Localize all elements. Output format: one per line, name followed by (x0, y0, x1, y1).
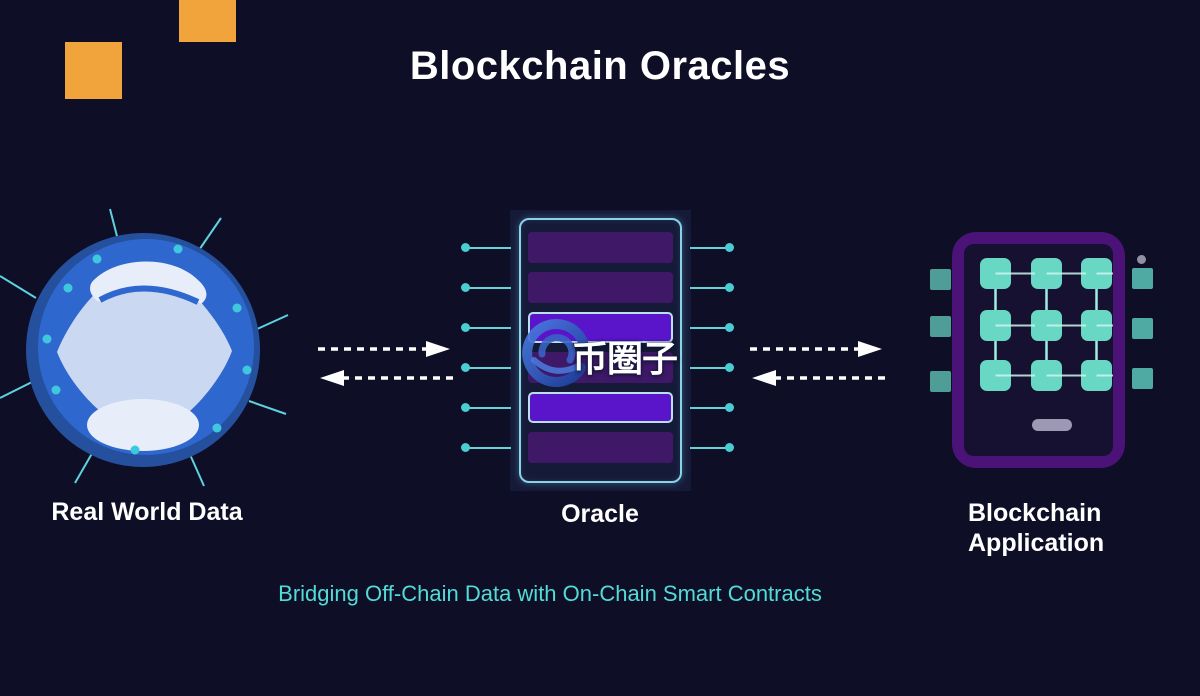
connector-line (690, 327, 727, 329)
block-square (1132, 318, 1153, 339)
connector-line (466, 447, 511, 449)
connector-dot (725, 323, 734, 332)
chain-links (994, 289, 1098, 360)
globe-node-dots (42, 244, 252, 455)
tagline: Bridging Off-Chain Data with On-Chain Sm… (278, 581, 822, 606)
connector-dot (461, 403, 470, 412)
block-square (930, 371, 951, 392)
block-square (930, 316, 951, 337)
chain-stubs (995, 272, 1113, 377)
dashed-arrow-right-icon (318, 341, 450, 357)
oracle-slot-active (528, 392, 673, 423)
phone-icon (952, 232, 1125, 468)
orange-square-decoration (179, 0, 236, 42)
connector-dot (461, 283, 470, 292)
oracle-slot (528, 232, 673, 263)
oracle-label: Oracle (561, 500, 639, 528)
oracle-server-icon (510, 210, 691, 491)
watermark-swirl-icon (522, 319, 588, 387)
oracle-slot (528, 272, 673, 303)
block-square (930, 269, 951, 290)
phone-screen (964, 244, 1113, 456)
blockchain-application-label-line1: Blockchain (968, 499, 1102, 527)
gray-dot-decoration (1137, 255, 1146, 264)
real-world-data-label: Real World Data (51, 498, 243, 526)
blockchain-application-label: Blockchain Application (968, 498, 1104, 558)
connector-line (690, 367, 727, 369)
connector-line (466, 247, 511, 249)
connector-dot (461, 243, 470, 252)
globe-icon (0, 208, 289, 487)
data-flow-arrows-right (750, 341, 886, 386)
connector-line (690, 287, 727, 289)
blockchain-application-label-line2: Application (968, 529, 1105, 557)
data-flow-arrows-left (318, 341, 454, 386)
block-square (1132, 368, 1153, 389)
watermark-text: 币圈子 (572, 339, 678, 380)
connector-dot (725, 283, 734, 292)
orange-square-decoration (65, 42, 122, 99)
connector-line (466, 287, 511, 289)
connector-line (690, 247, 727, 249)
block-square (1132, 268, 1153, 289)
connector-dot (725, 403, 734, 412)
connector-dot (461, 443, 470, 452)
blockchain-grid-icon (980, 258, 1113, 391)
connector-line (690, 407, 727, 409)
connector-line (466, 327, 511, 329)
oracle-slot (528, 432, 673, 463)
connector-dot (725, 443, 734, 452)
connector-dot (725, 363, 734, 372)
connector-dot (461, 323, 470, 332)
connector-line (466, 407, 511, 409)
page-title: Blockchain Oracles (409, 44, 791, 88)
connector-line (466, 367, 511, 369)
dashed-arrow-left-icon (752, 370, 886, 386)
phone-home-button (1032, 419, 1072, 431)
connector-dot (725, 243, 734, 252)
globe-rays (0, 208, 289, 487)
dashed-arrow-left-icon (320, 370, 454, 386)
dashed-arrow-right-icon (750, 341, 882, 357)
oracle-border (519, 218, 682, 483)
connector-line (690, 447, 727, 449)
connector-dot (461, 363, 470, 372)
